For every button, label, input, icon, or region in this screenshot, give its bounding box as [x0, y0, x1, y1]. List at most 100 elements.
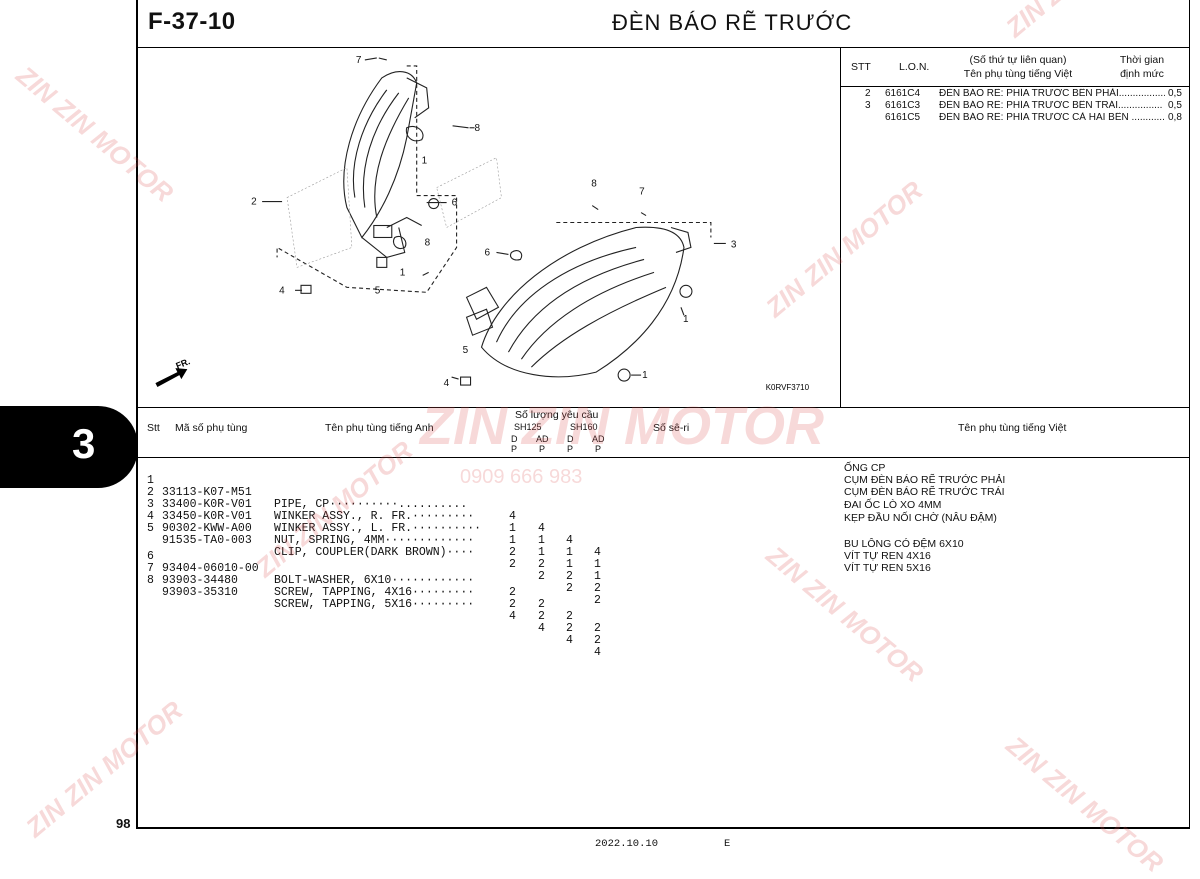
parts-diagram: FR. 7 8 1 2 6 8 1 5 4 8 7 6 3 1 5 4 1 K0… [137, 48, 841, 408]
row-part-number: 93404-06010-00 [162, 562, 259, 575]
row-name-vn: ỐNG CP [844, 462, 886, 474]
row-qty: 2 [566, 610, 573, 623]
callout: 8 [591, 179, 597, 190]
row-name-vn: KẸP ĐẦU NỐI CHỜ (NÂU ĐẬM) [844, 512, 997, 524]
row-name-en: CLIP, COUPLER(DARK BROWN)···· [274, 546, 475, 559]
table-row: 2 33400-K0R-V01 WINKER ASSY., R. FR.····… [137, 475, 601, 571]
callout: 7 [639, 187, 645, 198]
row-qty: 2 [538, 598, 545, 611]
col-partno: Mã số phụ tùng [175, 422, 248, 434]
winker-right-body [343, 71, 418, 239]
kit-lon: 6161C5 [885, 112, 921, 123]
col-serial: Số sê-ri [653, 422, 690, 434]
row-name-en: NUT, SPRING, 4MM············· [274, 534, 475, 547]
nut-right [460, 376, 472, 386]
section-tab-number: 3 [72, 420, 96, 467]
row-part-number: 33400-K0R-V01 [162, 498, 252, 511]
callout: 1 [683, 314, 689, 325]
col-p: P [539, 444, 546, 454]
col-ad: AD [536, 434, 549, 444]
callout: 4 [444, 378, 450, 389]
callout: 7 [356, 55, 362, 66]
row-part-number: 93903-34480 [162, 574, 238, 587]
row-name-vn: BU LÔNG CÓ ĐỆM 6X10 [844, 538, 964, 550]
row-name-vn: CỤM ĐÈN BÁO RẼ TRƯỚC TRÁI [844, 486, 1005, 498]
row-name-vn: VÍT TỰ REN 5X16 [844, 562, 931, 574]
col-p: P [567, 444, 574, 454]
page-frame [136, 0, 1190, 829]
row-qty: 1 [594, 570, 601, 583]
row-qty: 4 [594, 646, 601, 659]
kit-time: 0,5 [1168, 88, 1182, 99]
section-tab: 3 [0, 406, 138, 488]
diagram-ref: K0RVF3710 [766, 383, 810, 392]
table-row: 7 93903-34480 SCREW, TAPPING, 4X16······… [137, 551, 601, 647]
row-qty: 2 [566, 622, 573, 635]
row-qty: 1 [509, 534, 516, 547]
row-qty: 1 [538, 546, 545, 559]
kit-stt: 3 [865, 100, 871, 111]
row-qty: 2 [566, 582, 573, 595]
row-qty: 4 [509, 610, 516, 623]
header-bar [136, 0, 1190, 48]
row-part-number: 90302-KWW-A00 [162, 522, 252, 535]
table-row: 4 90302-KWW-A00 NUT, SPRING, 4MM········… [137, 499, 601, 595]
callout: 4 [279, 285, 285, 296]
table-row: 5 91535-TA0-003 CLIP, COUPLER(DARK BROWN… [137, 511, 601, 607]
row-qty: 2 [594, 622, 601, 635]
col-qty: Số lượng yêu cầu [515, 409, 599, 421]
row-name-en: SCREW, TAPPING, 4X16········· [274, 586, 475, 599]
callout: 3 [731, 239, 737, 250]
row-ref: 1 [147, 474, 154, 487]
callout: 1 [400, 267, 406, 278]
callout: 5 [375, 285, 381, 296]
col-model-2: SH160 [570, 422, 598, 432]
row-qty: 4 [538, 522, 545, 535]
row-qty: 1 [538, 534, 545, 547]
callout: 6 [452, 198, 458, 209]
kit-table: STT L.O.N. (Số thứ tự liên quan) Tên phụ… [841, 48, 1190, 408]
row-qty: 2 [594, 594, 601, 607]
row-part-number: 33113-K07-M51 [162, 486, 252, 499]
row-qty: 2 [509, 546, 516, 559]
table-row: 8 93903-35310 SCREW, TAPPING, 5X16······… [137, 563, 601, 659]
row-name-en: WINKER ASSY., L. FR.·········· [274, 522, 482, 535]
row-ref: 4 [147, 510, 154, 523]
kit-col-lon: L.O.N. [899, 61, 930, 73]
kit-lon: 6161C3 [885, 100, 921, 111]
callout: 1 [642, 370, 648, 381]
callout: 6 [485, 247, 491, 258]
col-stt: Stt [147, 422, 160, 434]
kit-divider [841, 86, 1190, 87]
kit-col-time-2: định mức [1120, 68, 1164, 80]
row-name-en: PIPE, CP··········.......... [274, 498, 468, 511]
row-qty: 1 [594, 558, 601, 571]
row-name-vn: CỤM ĐÈN BÁO RẼ TRƯỚC PHẢI [844, 474, 1006, 486]
fr-label: FR. [174, 356, 191, 371]
callout: 1 [422, 156, 428, 167]
nut-left [300, 284, 312, 294]
row-ref: 7 [147, 562, 154, 575]
col-p: P [595, 444, 602, 454]
col-d: D [567, 434, 574, 444]
footer-date: 2022.10.10 [595, 838, 659, 850]
front-arrow-icon [155, 368, 188, 388]
kit-stt: 2 [865, 88, 871, 99]
row-name-en: WINKER ASSY., R. FR.········· [274, 510, 475, 523]
row-qty: 2 [538, 610, 545, 623]
kit-time: 0,8 [1168, 112, 1182, 123]
col-model-1: SH125 [514, 422, 542, 432]
kit-col-time-1: Thời gian [1119, 54, 1165, 66]
col-d: D [511, 434, 518, 444]
row-qty: 2 [509, 586, 516, 599]
row-qty: 1 [566, 546, 573, 559]
row-ref: 2 [147, 486, 154, 499]
kit-name: ĐÈN BÁO RẼ: PHÍA TRƯỚC BÊN PHẢI.........… [939, 88, 1165, 99]
row-qty: 2 [594, 634, 601, 647]
winker-left-body [480, 226, 685, 378]
diagram-drawing: FR. 7 8 1 2 6 8 1 5 4 8 7 6 3 1 5 4 1 K0… [155, 55, 810, 392]
kit-row: 2 6161C4 ĐÈN BÁO RẼ: PHÍA TRƯỚC BÊN PHẢI… [841, 88, 1190, 100]
row-part-number: 33450-K0R-V01 [162, 510, 252, 523]
kit-name: ĐÈN BÁO RẼ: PHÍA TRƯỚC CẢ HAI BÊN ......… [939, 112, 1165, 123]
table-row: 1 33113-K07-M51 PIPE, CP··········......… [137, 463, 601, 559]
